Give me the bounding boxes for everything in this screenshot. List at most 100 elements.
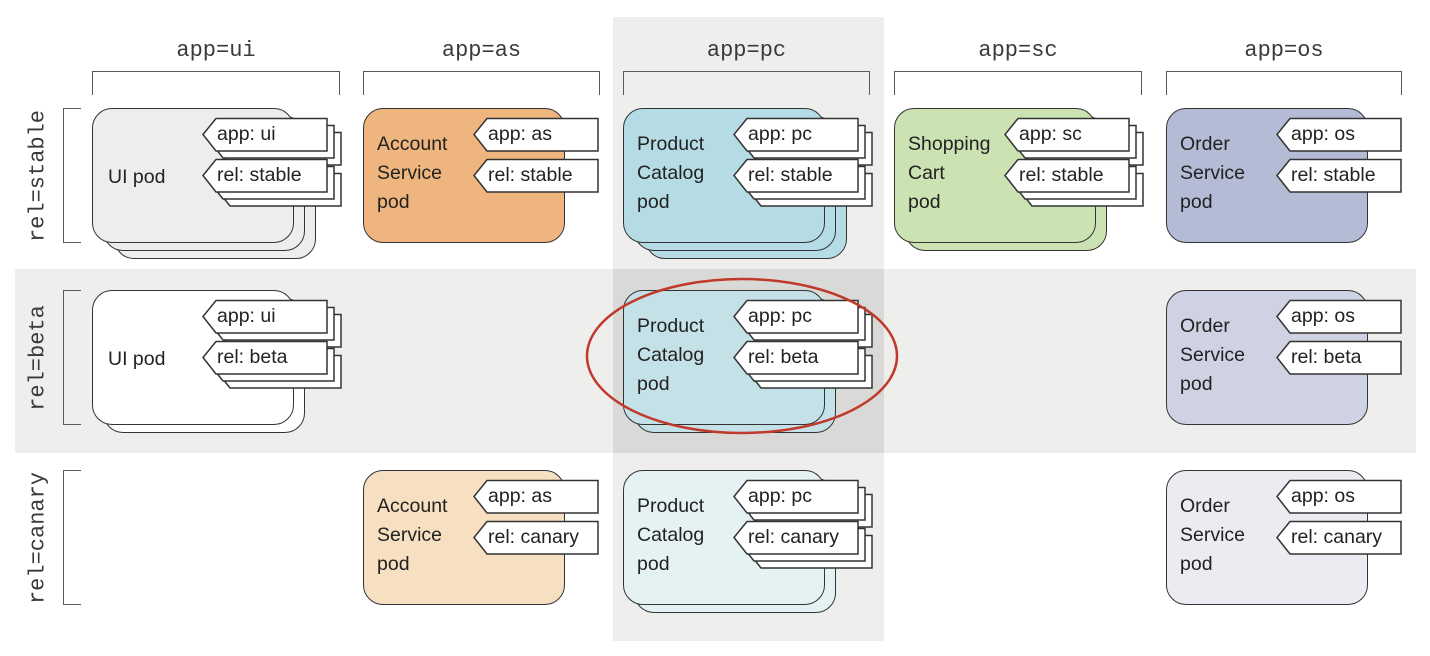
row-bracket-canary <box>63 470 81 605</box>
rel-label-tag-shape <box>733 520 873 569</box>
pod-name: UI pod <box>108 345 165 374</box>
app-label-tag: app: os <box>1276 299 1402 334</box>
app-label-tag-front <box>733 117 859 152</box>
column-label-sc: app=sc <box>978 38 1058 63</box>
app-label-tag: app: as <box>473 479 599 514</box>
rel-label-tag-text: rel: canary <box>1291 526 1383 548</box>
app-label-tag-text: app: pc <box>748 305 812 327</box>
rel-label-tag-front <box>1276 520 1402 555</box>
rel-label-tag: rel: stable <box>473 158 599 193</box>
rel-label-tag-shape <box>473 520 599 555</box>
rel-label-tag-text: rel: beta <box>748 346 819 368</box>
app-label-tag: app: pc <box>733 479 873 528</box>
pod-name-line: Service <box>1180 524 1246 546</box>
rel-label-tag-shape <box>202 158 342 207</box>
rel-label-tag-front <box>202 158 328 193</box>
pod-name-line: Order <box>1180 133 1230 155</box>
column-bracket-pc <box>623 71 870 95</box>
app-label-tag-text: app: as <box>488 123 552 145</box>
pod-name-line: Product <box>637 133 705 155</box>
rel-label-tag: rel: stable <box>733 158 873 207</box>
rel-label-tag-text: rel: stable <box>748 164 833 186</box>
app-label-tag-front <box>1004 117 1130 152</box>
app-label-tag-text: app: as <box>488 485 552 507</box>
rel-label-tag-text: rel: canary <box>748 526 840 548</box>
rel-label-tag-text: rel: stable <box>1019 164 1104 186</box>
pod-name-line: pod <box>1180 553 1213 575</box>
app-label-tag-text: app: sc <box>1019 123 1082 145</box>
pod-name-line: UI pod <box>108 166 166 188</box>
rel-label-tag-shape <box>202 340 342 389</box>
pod-name-line: Product <box>637 315 705 337</box>
column-bracket-as <box>363 71 600 95</box>
rel-label-tag-front <box>202 340 328 375</box>
rel-label-tag: rel: stable <box>202 158 342 207</box>
pod-name-line: Service <box>1180 162 1246 184</box>
rel-label-tag-shape <box>733 158 873 207</box>
app-label-tag-shape <box>473 117 599 152</box>
app-label-tag-shape <box>202 117 342 166</box>
rel-label-tag-front <box>473 158 599 193</box>
rel-label-tag-shape <box>1004 158 1144 207</box>
pod-name-line: pod <box>908 191 941 213</box>
pod-name-line: Account <box>377 495 448 517</box>
pod-name-line: Product <box>637 495 705 517</box>
rel-label-tag: rel: stable <box>1004 158 1144 207</box>
rel-label-tag-front <box>1004 158 1130 193</box>
pod-name-line: Service <box>377 524 443 546</box>
app-label-tag: app: ui <box>202 117 342 166</box>
rel-label-tag: rel: canary <box>1276 520 1402 555</box>
rel-label-tag: rel: canary <box>733 520 873 569</box>
rel-label-tag: rel: beta <box>733 340 873 389</box>
app-label-tag-shape <box>733 117 873 166</box>
pod-name-line: Order <box>1180 315 1230 337</box>
column-bracket-ui <box>92 71 340 95</box>
row-label-text-beta: rel=beta <box>25 304 51 411</box>
app-label-tag-text: app: os <box>1291 485 1355 507</box>
app-label-tag: app: pc <box>733 117 873 166</box>
rel-label-tag-front <box>1276 158 1402 193</box>
app-label-tag-text: app: pc <box>748 485 812 507</box>
app-label-tag-front <box>1276 299 1402 334</box>
column-bracket-sc <box>894 71 1142 95</box>
column-bracket-os <box>1166 71 1402 95</box>
row-bracket-beta <box>63 290 81 425</box>
app-label-tag-front <box>733 479 859 514</box>
column-label-ui: app=ui <box>176 38 256 63</box>
pod-name-line: Catalog <box>637 344 705 366</box>
app-label-tag: app: ui <box>202 299 342 348</box>
pod-name-line: UI pod <box>108 348 166 370</box>
rel-label-tag-text: rel: stable <box>217 164 302 186</box>
pod-name-line: pod <box>1180 373 1213 395</box>
rel-label-tag-shape <box>1276 520 1402 555</box>
rel-label-tag-text: rel: beta <box>1291 346 1362 368</box>
pod-name-line: Catalog <box>637 162 705 184</box>
column-label-pc: app=pc <box>706 38 787 63</box>
app-label-tag-shape <box>1276 117 1402 152</box>
row-bracket-stable <box>63 108 81 243</box>
rel-label-tag: rel: stable <box>1276 158 1402 193</box>
app-label-tag: app: os <box>1276 479 1402 514</box>
app-label-tag-text: app: ui <box>217 305 276 327</box>
row-label-text-canary: rel=canary <box>25 471 51 604</box>
pod-name-line: pod <box>377 553 410 575</box>
rel-label-tag-shape <box>1276 340 1402 375</box>
app-label-tag: app: as <box>473 117 599 152</box>
app-label-tag-text: app: os <box>1291 305 1355 327</box>
app-label-tag-front <box>1276 117 1402 152</box>
rel-label-tag-shape <box>1276 158 1402 193</box>
pod-name-line: pod <box>1180 191 1213 213</box>
app-label-tag-shape <box>1004 117 1144 166</box>
rel-label-tag-text: rel: beta <box>217 346 288 368</box>
app-label-tag-front <box>1276 479 1402 514</box>
app-label-tag-front <box>202 299 328 334</box>
app-label-tag-text: app: pc <box>748 123 812 145</box>
row-label-text-stable: rel=stable <box>25 109 51 242</box>
pod-name-line: pod <box>637 553 670 575</box>
pod-name-line: pod <box>637 191 670 213</box>
column-label-os: app=os <box>1244 38 1324 63</box>
